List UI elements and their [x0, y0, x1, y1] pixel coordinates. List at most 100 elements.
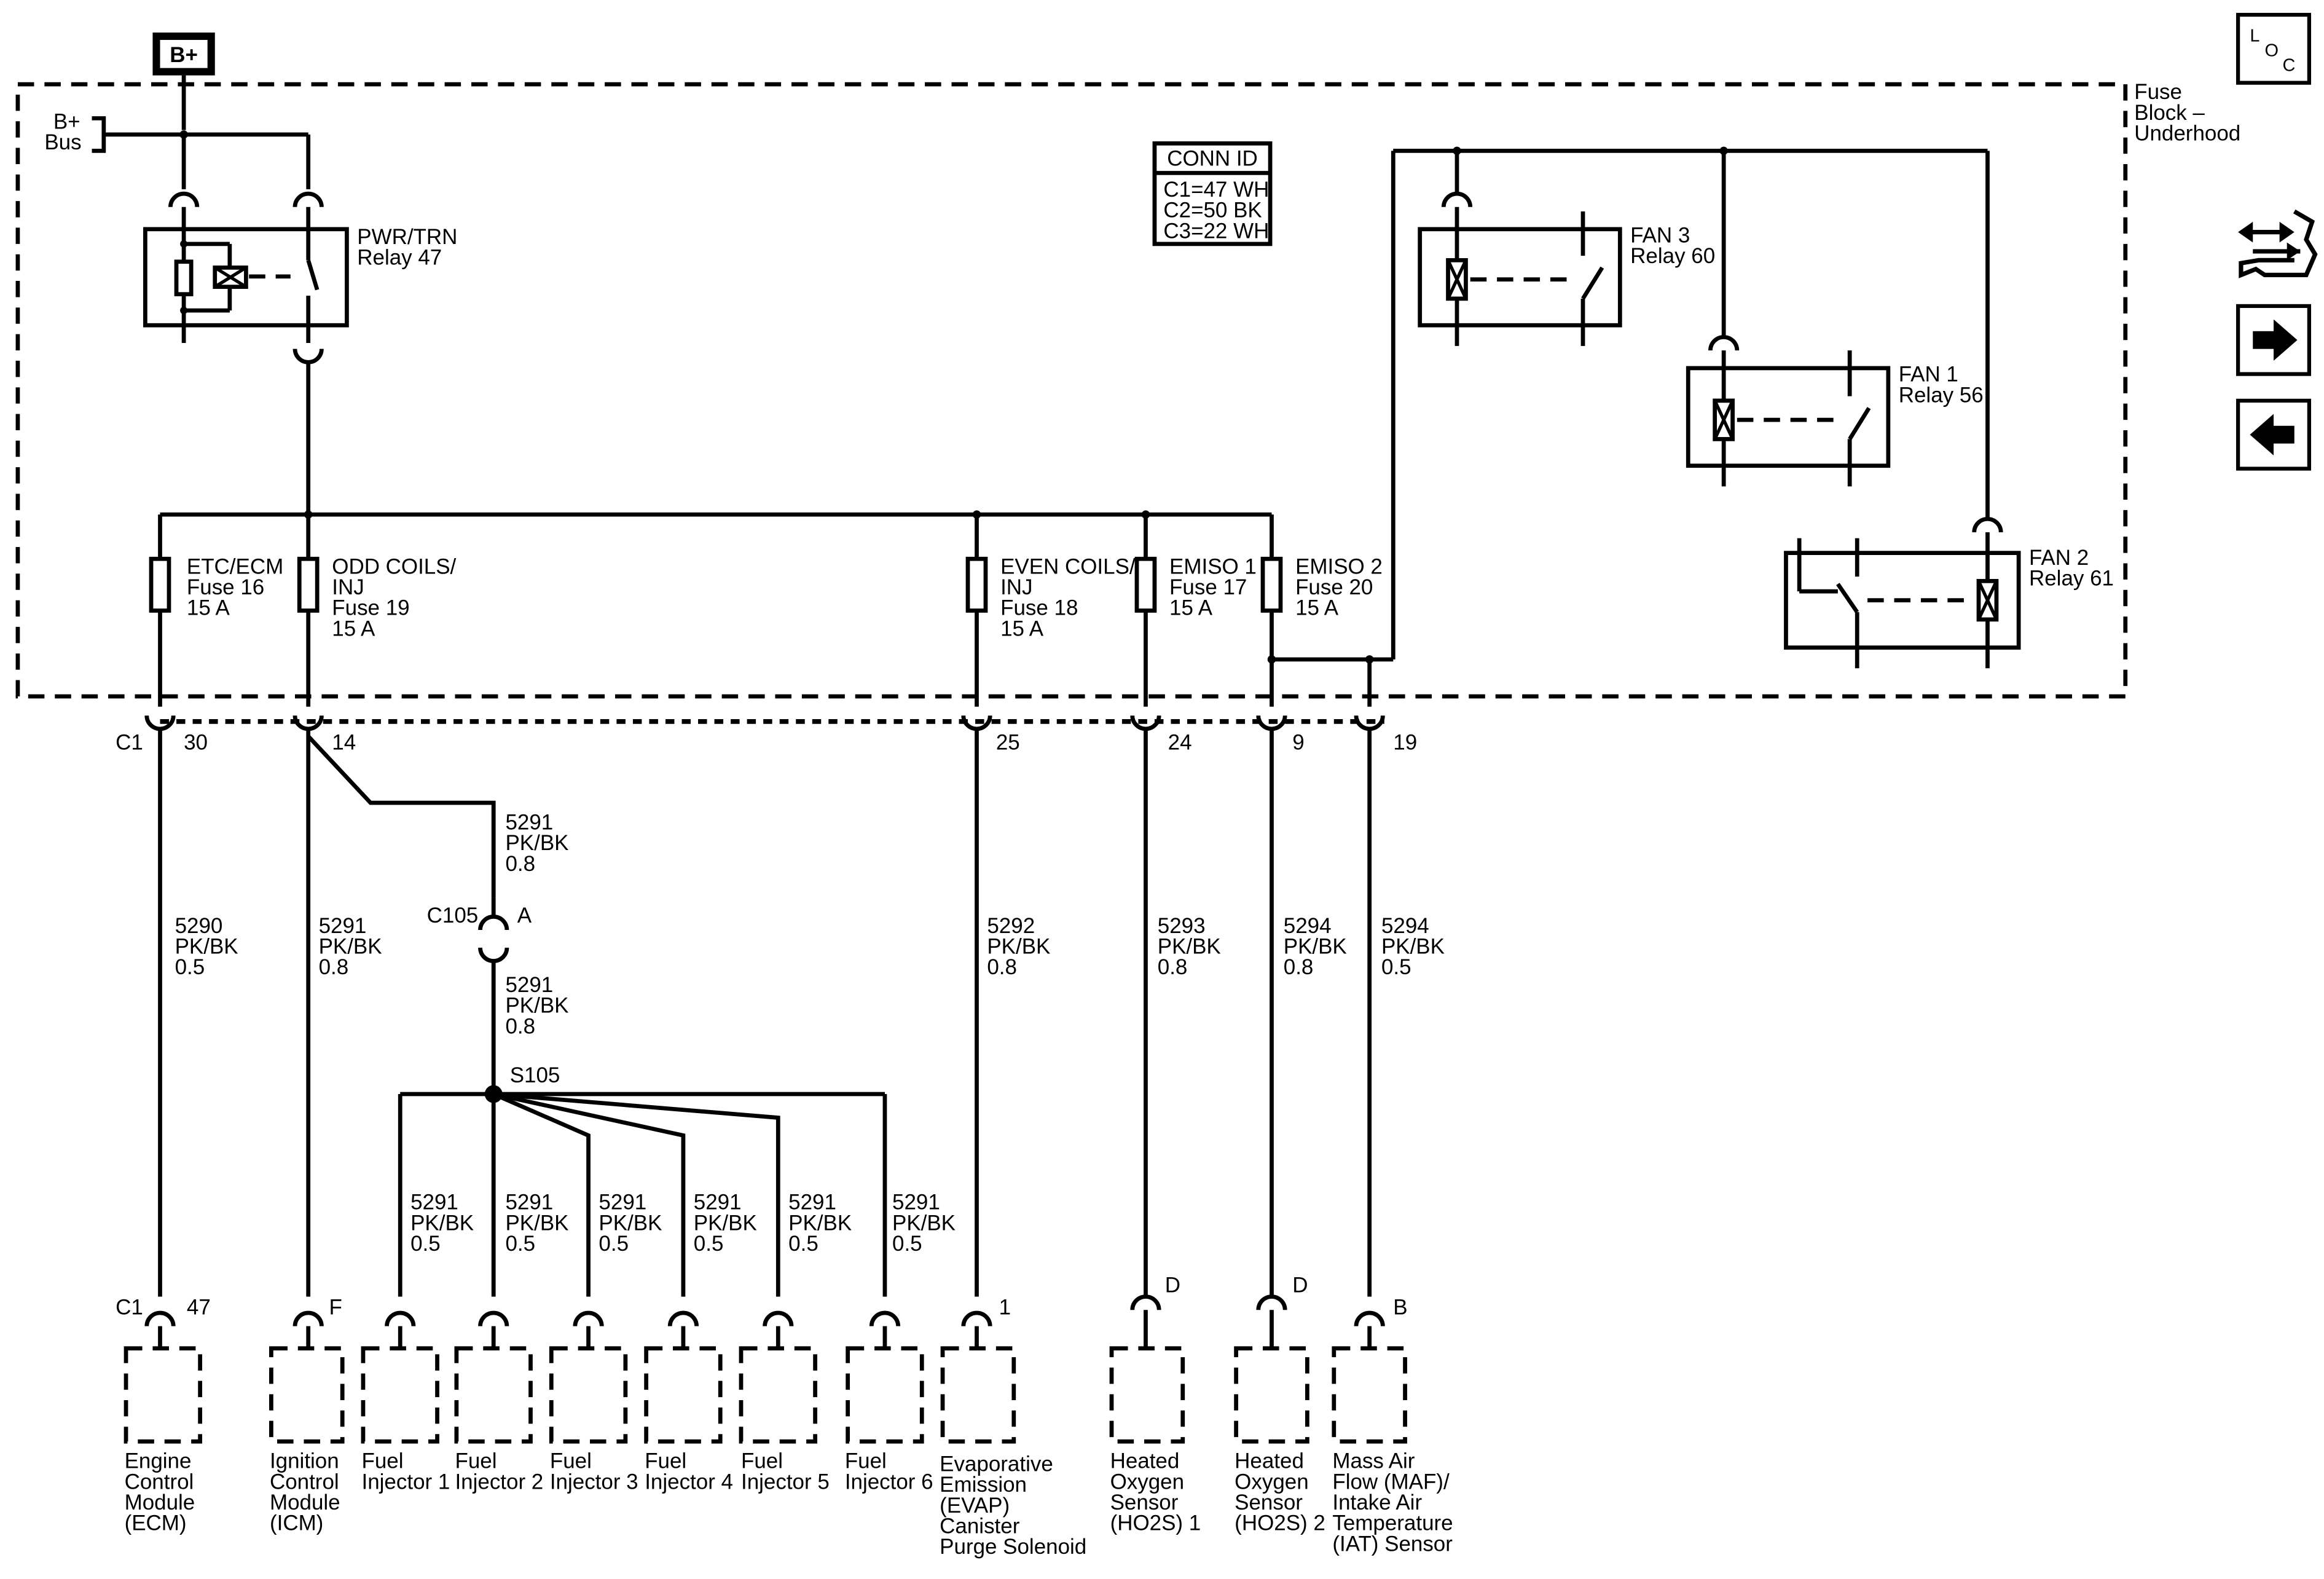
- injector3-box: [549, 1346, 628, 1444]
- svg-text:5291: 5291: [505, 1191, 553, 1215]
- wire-5292: 5292 PK/BK 0.8: [987, 914, 1050, 979]
- svg-text:0.5: 0.5: [599, 1232, 629, 1256]
- svg-text:PK/BK: PK/BK: [410, 1211, 474, 1235]
- wire-5291-a: 5291 PK/BK 0.8: [505, 810, 568, 875]
- svg-text:(IAT) Sensor: (IAT) Sensor: [1332, 1532, 1453, 1556]
- svg-text:19: 19: [1393, 731, 1417, 755]
- svg-text:EMISO 2: EMISO 2: [1295, 554, 1383, 578]
- svg-text:Fuel: Fuel: [455, 1449, 497, 1473]
- svg-text:Fuel: Fuel: [741, 1449, 783, 1473]
- svg-text:S105: S105: [510, 1063, 560, 1087]
- svg-text:Temperature: Temperature: [1332, 1511, 1453, 1535]
- svg-text:Bus: Bus: [44, 130, 81, 154]
- svg-text:(HO2S) 2: (HO2S) 2: [1235, 1511, 1325, 1535]
- svg-text:C: C: [2282, 55, 2295, 75]
- injector1-box: [361, 1346, 439, 1444]
- svg-text:PK/BK: PK/BK: [1158, 935, 1221, 959]
- svg-text:5291: 5291: [599, 1191, 646, 1215]
- svg-text:0.5: 0.5: [892, 1232, 922, 1256]
- svg-text:PK/BK: PK/BK: [505, 1211, 568, 1235]
- svg-text:PK/BK: PK/BK: [694, 1211, 757, 1235]
- svg-text:Relay 60: Relay 60: [1630, 244, 1715, 268]
- maf-label: Mass Air Flow (MAF)/ Intake Air Temperat…: [1332, 1449, 1453, 1556]
- svg-text:Mass Air: Mass Air: [1332, 1449, 1415, 1473]
- svg-text:(HO2S) 1: (HO2S) 1: [1110, 1511, 1201, 1535]
- svg-text:Relay 56: Relay 56: [1899, 383, 1984, 407]
- svg-text:PK/BK: PK/BK: [892, 1211, 956, 1235]
- svg-text:Fuse 16: Fuse 16: [187, 575, 264, 599]
- svg-text:5291: 5291: [410, 1191, 458, 1215]
- svg-text:PK/BK: PK/BK: [505, 831, 568, 855]
- c105-connector: C105 A: [427, 904, 532, 963]
- injector6-box: [846, 1346, 924, 1444]
- svg-text:Control: Control: [125, 1470, 194, 1494]
- svg-text:ODD COILS/: ODD COILS/: [332, 554, 456, 578]
- injector4-box: [644, 1346, 723, 1444]
- svg-text:Emission: Emission: [940, 1473, 1027, 1497]
- svg-text:PK/BK: PK/BK: [788, 1211, 852, 1235]
- bplus-bus: B+ Bus: [44, 109, 106, 154]
- wire-5291-inj2: 5291 PK/BK 0.5: [505, 1191, 568, 1256]
- wire-5291-icm: 5291 PK/BK 0.8: [319, 914, 382, 979]
- svg-text:PK/BK: PK/BK: [987, 935, 1050, 959]
- evap-box: [940, 1346, 1016, 1444]
- wire-5294-ho2s2: 5294 PK/BK 0.8: [1284, 914, 1347, 979]
- svg-text:B: B: [1393, 1295, 1407, 1319]
- svg-text:Injector 4: Injector 4: [645, 1470, 733, 1494]
- svg-text:(ECM): (ECM): [125, 1511, 187, 1535]
- injector5-box: [739, 1346, 817, 1444]
- svg-text:Injector 3: Injector 3: [550, 1470, 638, 1494]
- fan1-relay: FAN 1 Relay 56: [1686, 350, 1984, 487]
- ecm-box: [124, 1346, 202, 1444]
- svg-text:5293: 5293: [1158, 914, 1206, 938]
- svg-text:FAN 2: FAN 2: [2029, 546, 2089, 570]
- conn-id-table: CONN ID C1=47 WH C2=50 BK C3=22 WH: [1152, 141, 1273, 246]
- svg-text:0.5: 0.5: [410, 1232, 441, 1256]
- svg-text:Fuse 20: Fuse 20: [1295, 575, 1373, 599]
- svg-text:Injector 1: Injector 1: [362, 1470, 450, 1494]
- svg-text:(ICM): (ICM): [270, 1511, 323, 1535]
- next-arrow-icon[interactable]: [2236, 304, 2312, 376]
- wire-5290: 5290 PK/BK 0.5: [175, 914, 238, 979]
- fan2-relay: FAN 2 Relay 61: [1784, 532, 2114, 669]
- svg-text:14: 14: [332, 731, 356, 755]
- svg-text:EVEN COILS/: EVEN COILS/: [1000, 554, 1136, 578]
- fuse-20: EMISO 2 Fuse 20 15 A: [1260, 514, 1383, 707]
- svg-text:47: 47: [187, 1295, 211, 1319]
- svg-text:25: 25: [996, 731, 1020, 755]
- svg-text:Relay 61: Relay 61: [2029, 567, 2114, 591]
- svg-text:Oxygen: Oxygen: [1235, 1470, 1308, 1494]
- svg-text:Heated: Heated: [1110, 1449, 1180, 1473]
- ho2s1-box: [1109, 1346, 1185, 1444]
- svg-text:Sensor: Sensor: [1110, 1490, 1179, 1514]
- svg-text:15 A: 15 A: [332, 616, 375, 640]
- loc-icon[interactable]: L O C: [2236, 12, 2312, 85]
- svg-text:C105: C105: [427, 904, 479, 927]
- svg-text:PWR/TRN: PWR/TRN: [357, 225, 457, 249]
- svg-text:C3=22 WH: C3=22 WH: [1163, 219, 1269, 243]
- wire-5294-maf: 5294 PK/BK 0.5: [1381, 914, 1445, 979]
- svg-text:Fuse: Fuse: [2134, 80, 2182, 104]
- wire-5291-inj3: 5291 PK/BK 0.5: [599, 1191, 662, 1256]
- svg-text:5291: 5291: [694, 1191, 742, 1215]
- injector3-label: Fuel Injector 3: [550, 1449, 638, 1494]
- bplus-terminal: B+: [152, 32, 215, 76]
- fan3-relay: FAN 3 Relay 60: [1418, 207, 1715, 346]
- svg-text:Fuse 18: Fuse 18: [1000, 596, 1078, 620]
- harness-view-icon[interactable]: [2238, 209, 2318, 278]
- svg-text:(EVAP): (EVAP): [940, 1494, 1010, 1518]
- svg-text:0.5: 0.5: [1381, 955, 1411, 979]
- svg-text:PK/BK: PK/BK: [1284, 935, 1347, 959]
- previous-arrow-icon[interactable]: [2236, 398, 2312, 471]
- svg-text:Flow (MAF)/: Flow (MAF)/: [1332, 1470, 1450, 1494]
- svg-text:B+: B+: [170, 43, 198, 67]
- icm-label: Ignition Control Module (ICM): [270, 1449, 340, 1535]
- svg-text:0.8: 0.8: [319, 955, 349, 979]
- injector4-label: Fuel Injector 4: [645, 1449, 733, 1494]
- svg-text:Module: Module: [125, 1490, 195, 1514]
- svg-text:5292: 5292: [987, 914, 1035, 938]
- fuse-16: ETC/ECM Fuse 16 15 A: [149, 514, 283, 707]
- evap-label: Evaporative Emission (EVAP) Canister Pur…: [940, 1452, 1086, 1559]
- svg-text:PK/BK: PK/BK: [599, 1211, 662, 1235]
- svg-text:5291: 5291: [319, 914, 367, 938]
